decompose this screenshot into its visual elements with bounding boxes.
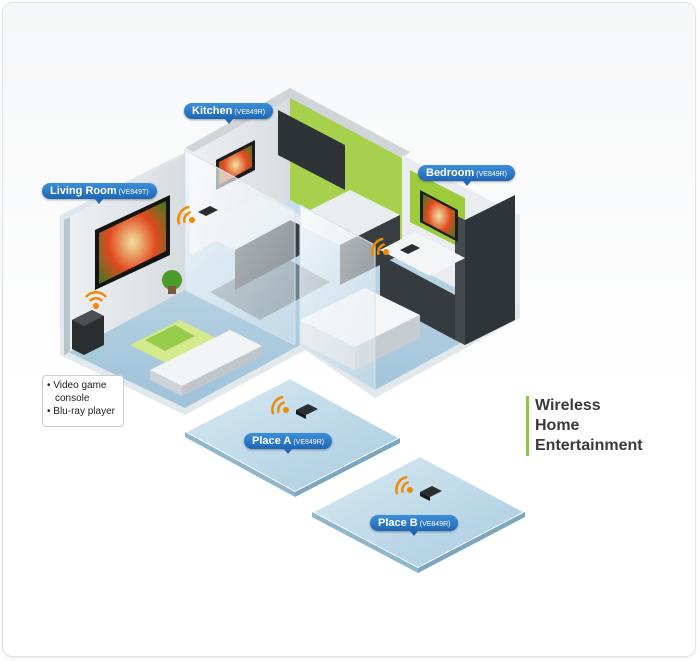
- bedroom-tv-screen: [423, 194, 455, 238]
- signal-place-a: [271, 395, 289, 415]
- place-b-pad: [309, 454, 528, 570]
- coffee-table: [145, 325, 195, 351]
- receiver-kitchen: [198, 206, 218, 216]
- label-living-room-name: Living Room: [50, 185, 117, 197]
- bedroom-wardrobe: [465, 195, 515, 345]
- plant-pot: [168, 286, 176, 294]
- title-block: Wireless Home Entertainment: [526, 396, 643, 456]
- signal-bedroom: [371, 237, 389, 257]
- label-place-a-model: (VE849R): [293, 439, 325, 446]
- sofa-front: [150, 370, 182, 396]
- receiver-place-b-front: [420, 492, 430, 501]
- signal-living-room: [85, 291, 107, 309]
- title-line-1: Wireless: [535, 397, 601, 414]
- label-place-b-name: Place B: [378, 517, 418, 529]
- game-console-top: [72, 310, 104, 326]
- plant-leaves: [162, 270, 182, 290]
- device-item-game-console: • Video game: [47, 380, 107, 391]
- label-kitchen-model: (VE849R): [234, 109, 266, 116]
- place-b-pad-edge: [312, 512, 418, 573]
- sofa-top: [150, 330, 262, 386]
- living-room-tv-screen: [99, 201, 166, 284]
- label-bedroom: Bedroom(VE849R): [418, 165, 516, 186]
- receiver-place-a: [296, 404, 318, 415]
- label-place-b-model: (VE849R): [419, 521, 451, 528]
- label-place-a: Place A(VE849R): [244, 433, 333, 454]
- place-a-pad-edge-right: [295, 438, 400, 497]
- label-living-room-model: (VE849T): [118, 189, 149, 196]
- signal-kitchen: [177, 205, 195, 225]
- place-b-pad-edge-right: [418, 512, 525, 573]
- label-place-a-name: Place A: [252, 435, 292, 447]
- receiver-bedroom: [400, 244, 420, 254]
- sofa-side: [182, 346, 262, 396]
- glass-wall-right: [299, 204, 376, 391]
- receiver-place-a-front: [296, 410, 306, 419]
- bedroom-desk-top: [380, 232, 465, 276]
- device-item-bluray: • Blu-ray player: [47, 406, 115, 417]
- kitchen-upper-cabinets: [278, 110, 345, 190]
- label-living-room: Living Room(VE849T): [42, 183, 157, 204]
- place-a-pad-edge: [185, 432, 295, 497]
- label-place-b: Place B(VE849R): [370, 515, 459, 536]
- source-devices-box: • Video game console • Blu-ray player: [42, 375, 124, 427]
- label-bedroom-name: Bedroom: [426, 167, 475, 179]
- device-item-game-console-cont: console: [55, 393, 90, 404]
- signal-place-b: [395, 475, 413, 495]
- label-bedroom-model: (VE849R): [476, 171, 508, 178]
- title-line-3: Entertainment: [535, 437, 643, 454]
- bedroom-cabinets: [380, 255, 455, 340]
- living-room-wall-edge: [64, 217, 70, 355]
- receiver-place-b: [420, 486, 442, 497]
- title-line-2: Home: [535, 417, 580, 434]
- bedroom-wardrobe-side: [455, 215, 465, 345]
- label-kitchen-name: Kitchen: [192, 105, 233, 117]
- label-kitchen: Kitchen(VE849R): [184, 103, 274, 124]
